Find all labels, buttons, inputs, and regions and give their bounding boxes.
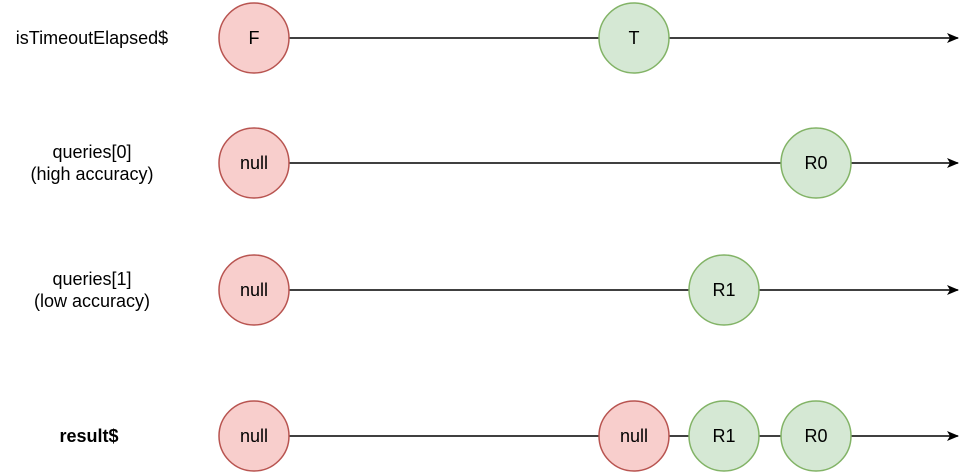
marble-value: T: [598, 2, 670, 74]
stream-query0: queries[0](high accuracy) null R0: [30, 127, 959, 199]
marble-label: null: [240, 280, 268, 300]
marble-circle: [218, 400, 290, 472]
stream-label-line: queries[1]: [52, 269, 131, 289]
stream-result: result$ null null R1 R0: [59, 400, 959, 472]
marble-label: R1: [712, 280, 735, 300]
stream-timeout: isTimeoutElapsed$ F T: [16, 2, 959, 74]
marble-empty: null: [218, 400, 290, 472]
stream-label-query0: queries[0](high accuracy): [30, 142, 153, 184]
marble-circle: [598, 400, 670, 472]
stream-label-line: (low accuracy): [34, 291, 150, 311]
marble-label: R1: [712, 426, 735, 446]
stream-query1: queries[1](low accuracy) null R1: [34, 254, 959, 326]
marble-circle: [218, 127, 290, 199]
stream-label-result: result$: [59, 426, 118, 446]
marble-value: R1: [688, 254, 760, 326]
marble-label: null: [240, 153, 268, 173]
stream-label-line: result$: [59, 426, 118, 446]
marble-label: R0: [804, 153, 827, 173]
marble-circle: [688, 254, 760, 326]
stream-label-query1: queries[1](low accuracy): [34, 269, 150, 311]
marble-circle: [218, 2, 290, 74]
marble-empty: null: [218, 127, 290, 199]
stream-label-timeout: isTimeoutElapsed$: [16, 28, 168, 48]
marble-circle: [598, 2, 670, 74]
stream-label-line: isTimeoutElapsed$: [16, 28, 168, 48]
marble-circle: [780, 400, 852, 472]
marble-label: T: [629, 28, 640, 48]
marble-value: R0: [780, 400, 852, 472]
marble-value: R0: [780, 127, 852, 199]
marble-empty: null: [218, 254, 290, 326]
marble-empty: null: [598, 400, 670, 472]
marble-label: null: [240, 426, 268, 446]
marble-label: null: [620, 426, 648, 446]
marble-label: F: [249, 28, 260, 48]
marble-circle: [688, 400, 760, 472]
stream-label-line: queries[0]: [52, 142, 131, 162]
marble-value: R1: [688, 400, 760, 472]
marble-empty: F: [218, 2, 290, 74]
marble-circle: [218, 254, 290, 326]
marble-label: R0: [804, 426, 827, 446]
marble-circle: [780, 127, 852, 199]
stream-label-line: (high accuracy): [30, 164, 153, 184]
